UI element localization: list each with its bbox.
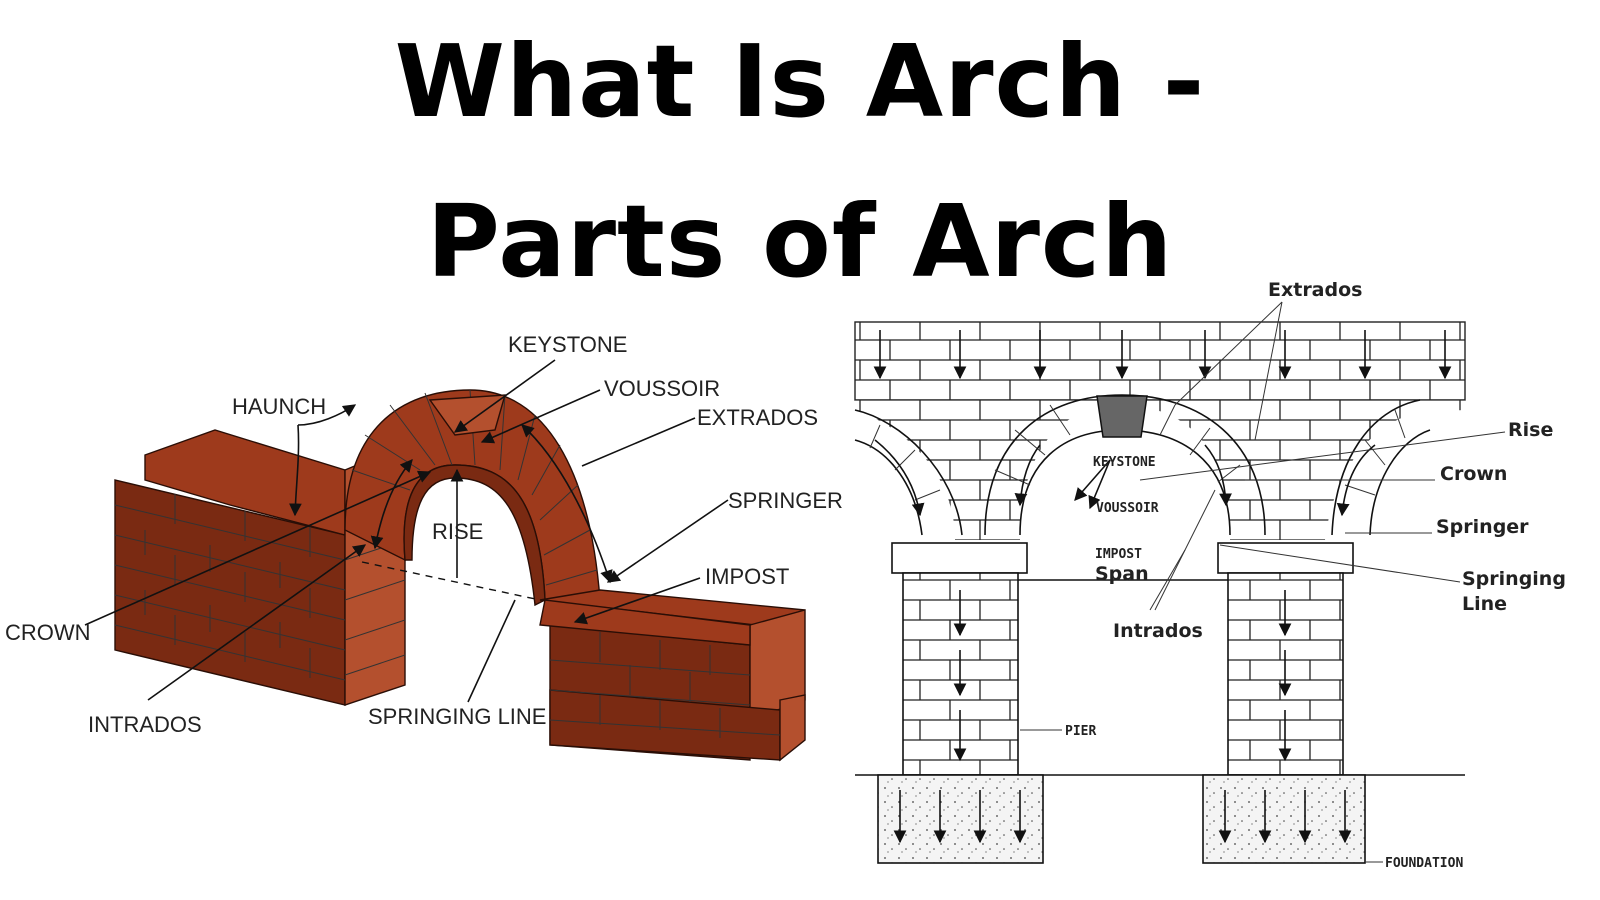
title-line-2: Parts of Arch [426,183,1174,300]
right-wall [539,589,806,762]
label-keystone: KEYSTONE [508,332,627,357]
top-wall [854,321,1466,401]
label-extrados: EXTRADOS [697,405,818,430]
foundation-right [1202,774,1366,864]
left-annotations [84,359,729,703]
label-span-r: Span [1095,563,1149,585]
label-extrados-r: Extrados [1268,279,1362,301]
label-crown: CROWN [5,620,91,645]
label-impost-r: IMPOST [1095,547,1142,562]
right-arch-diagram: Extrados Rise Crown Springer Springing L… [854,279,1566,871]
keystone-block [1096,395,1148,438]
label-springing-r1: Springing [1462,568,1566,590]
load-arrows [873,330,1452,844]
impost-left [891,542,1028,574]
label-impost: IMPOST [705,564,789,589]
label-crown-r: Crown [1440,463,1507,485]
label-springing-line: SPRINGING LINE [368,704,546,729]
left-arch-diagram: KEYSTONE HAUNCH VOUSSOIR EXTRADOS SPRING… [5,332,843,762]
label-voussoir-r: VOUSSOIR [1096,501,1159,516]
label-rise: RISE [432,519,483,544]
label-springer-r: Springer [1436,516,1529,538]
label-springing-r2: Line [1462,593,1507,615]
label-keystone-r: KEYSTONE [1093,455,1156,470]
label-intrados-r: Intrados [1113,620,1203,642]
label-rise-r: Rise [1508,419,1553,441]
arch-rings [854,394,1431,536]
label-voussoir: VOUSSOIR [604,376,720,401]
label-intrados: INTRADOS [88,712,202,737]
title-line-1: What Is Arch - [394,23,1206,140]
label-pier-r: PIER [1065,724,1096,739]
label-springer: SPRINGER [728,488,843,513]
right-leaders [1020,301,1506,863]
foundation-left [877,774,1044,864]
label-haunch: HAUNCH [232,394,326,419]
label-foundation-r: FOUNDATION [1385,856,1463,871]
